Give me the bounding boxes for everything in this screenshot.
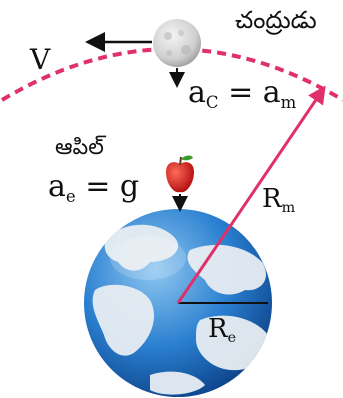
earth-radius-label: Re	[208, 316, 236, 345]
moon-radius-label: Rm	[262, 186, 295, 215]
moon-acceleration-equation: aC = am	[188, 78, 296, 111]
apple-acceleration-equation: ae = g	[48, 172, 139, 205]
apple-icon	[166, 156, 194, 193]
velocity-label: V	[30, 46, 50, 74]
moon	[153, 19, 201, 67]
moon-label: చంద్రుడు	[235, 8, 317, 32]
apple-label: ఆపిల్	[55, 137, 104, 159]
